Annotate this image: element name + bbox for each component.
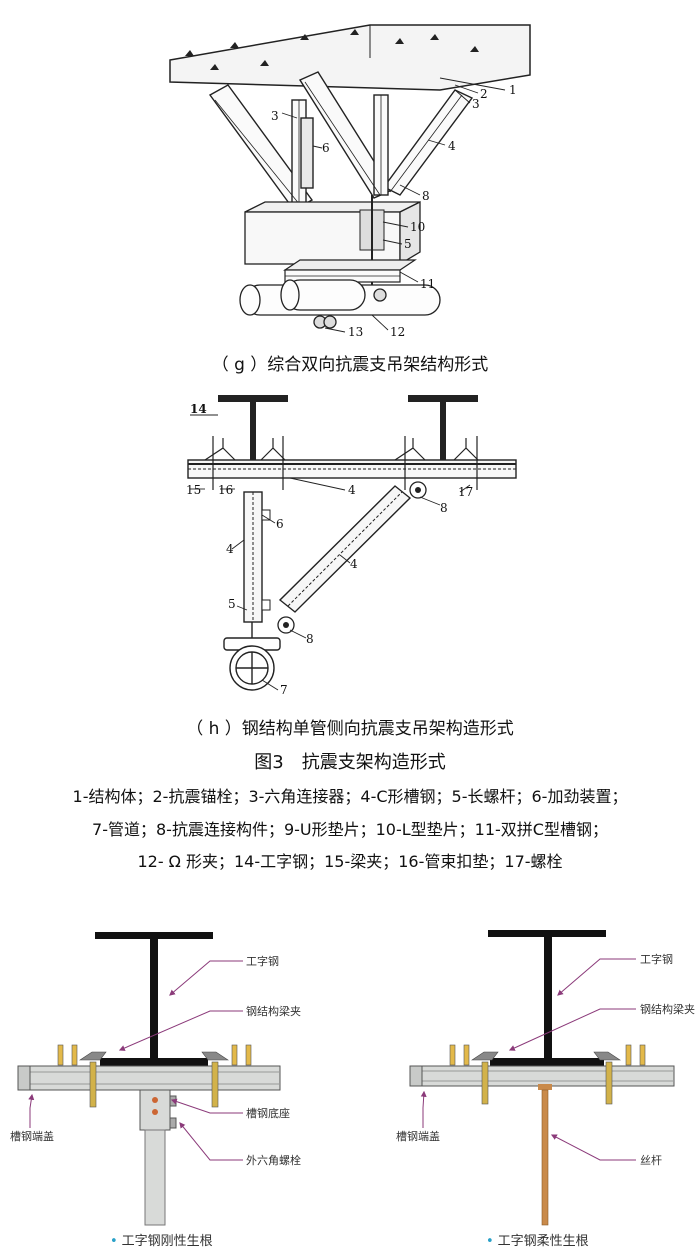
label-h-15: 15 [186,483,201,497]
beam-clamps [204,436,479,490]
vertical-channel [144,1129,166,1226]
label-g-5: 5 [404,237,412,251]
channel [29,1065,281,1091]
i-beam-flange [95,932,213,939]
diagram-g: 1 2 3 3 4 5 6 8 10 11 12 13 [169,24,531,339]
i-beam-flange-r [488,930,606,937]
label-h-8a: 8 [440,501,448,515]
legend-line-1: 1-结构体；2-抗震锚栓；3-六角连接器；4-C形槽钢；5-长螺杆；6-加劲装置… [72,787,628,806]
beam-clamp-bolts [57,1044,252,1108]
i-beams [218,395,478,460]
duct-box [244,195,421,290]
label-g-3a: 3 [271,109,279,123]
pipe-clamp [223,622,281,691]
label-h-17: 17 [458,485,473,499]
ann-rigid-bolt: 外六角螺栓 [246,1153,301,1167]
diagonal-brace [277,481,427,634]
legend-line-2: 7-管道；8-抗震连接构件；9-U形垫片；10-L型垫片；11-双拼C型槽钢； [92,820,608,839]
label-g-8: 8 [422,189,430,203]
label-h-4b: 4 [226,542,234,556]
ann-rigid-endcap: 槽钢端盖 [10,1129,54,1143]
ann-rigid-clamp: 钢结构梁夹 [246,1004,301,1018]
pipes [239,279,441,329]
label-h-4a: 4 [348,483,356,497]
label-h-7: 7 [280,683,288,697]
label-g-1: 1 [509,83,517,97]
figure-title: 图3 抗震支架构造形式 [254,752,446,773]
ann-flex-clamp: 钢结构梁夹 [640,1002,695,1016]
threaded-rod [541,1089,549,1226]
vertical-channel [243,491,271,623]
label-h-4c: 4 [350,557,358,571]
caption-rigid-text: 工字钢刚性生根 [121,1234,213,1249]
label-g-12: 12 [390,325,405,339]
beam-clamp-bolts-r [449,1044,646,1105]
ann-flex-rod: 丝杆 [640,1153,662,1167]
label-h-8b: 8 [306,632,314,646]
label-h-5: 5 [228,597,236,611]
double-channel [283,259,417,283]
label-h-14: 14 [190,402,207,416]
i-beam-web [150,939,158,1061]
label-g-11: 11 [420,277,435,291]
caption-rigid: •工字钢刚性生根 [110,1230,213,1249]
bullet-dot: • [486,1234,494,1249]
label-g-3b: 3 [472,97,480,111]
legend-line-3: 12- Ω 形夹；14-工字钢；15-梁夹；16-管束扣垫；17-螺栓 [137,852,563,871]
structure-slab [169,24,531,91]
label-g-10: 10 [410,220,425,234]
ann-rigid-ibeam: 工字钢 [246,954,279,968]
ann-rigid-base: 槽钢底座 [246,1106,290,1120]
label-g-6: 6 [322,141,330,155]
label-g-4: 4 [448,139,456,153]
label-h-16: 16 [218,483,233,497]
label-g-13: 13 [348,325,363,339]
channel-r [421,1065,675,1087]
label-h-6: 6 [276,517,284,531]
caption-h: （ h ）钢结构单管侧向抗震支吊架构造形式 [186,719,514,739]
diagram-h: 14 15 16 4 17 8 6 4 4 5 8 7 [186,395,517,697]
bullet-dot: • [110,1234,118,1249]
i-beam-web-r [544,937,552,1061]
rigid-root-diagram: 工字钢 钢结构梁夹 槽钢底座 外六角螺栓 槽钢端盖 [10,932,301,1226]
horizontal-channel [187,459,517,479]
caption-flexible-text: 工字钢柔性生根 [497,1234,589,1249]
label-g-2: 2 [480,87,488,101]
caption-g: （ g ）综合双向抗震支吊架结构形式 [211,355,489,375]
caption-flexible: •工字钢柔性生根 [486,1230,589,1249]
ann-flex-ibeam: 工字钢 [640,952,673,966]
ann-flex-endcap: 槽钢端盖 [396,1129,440,1143]
